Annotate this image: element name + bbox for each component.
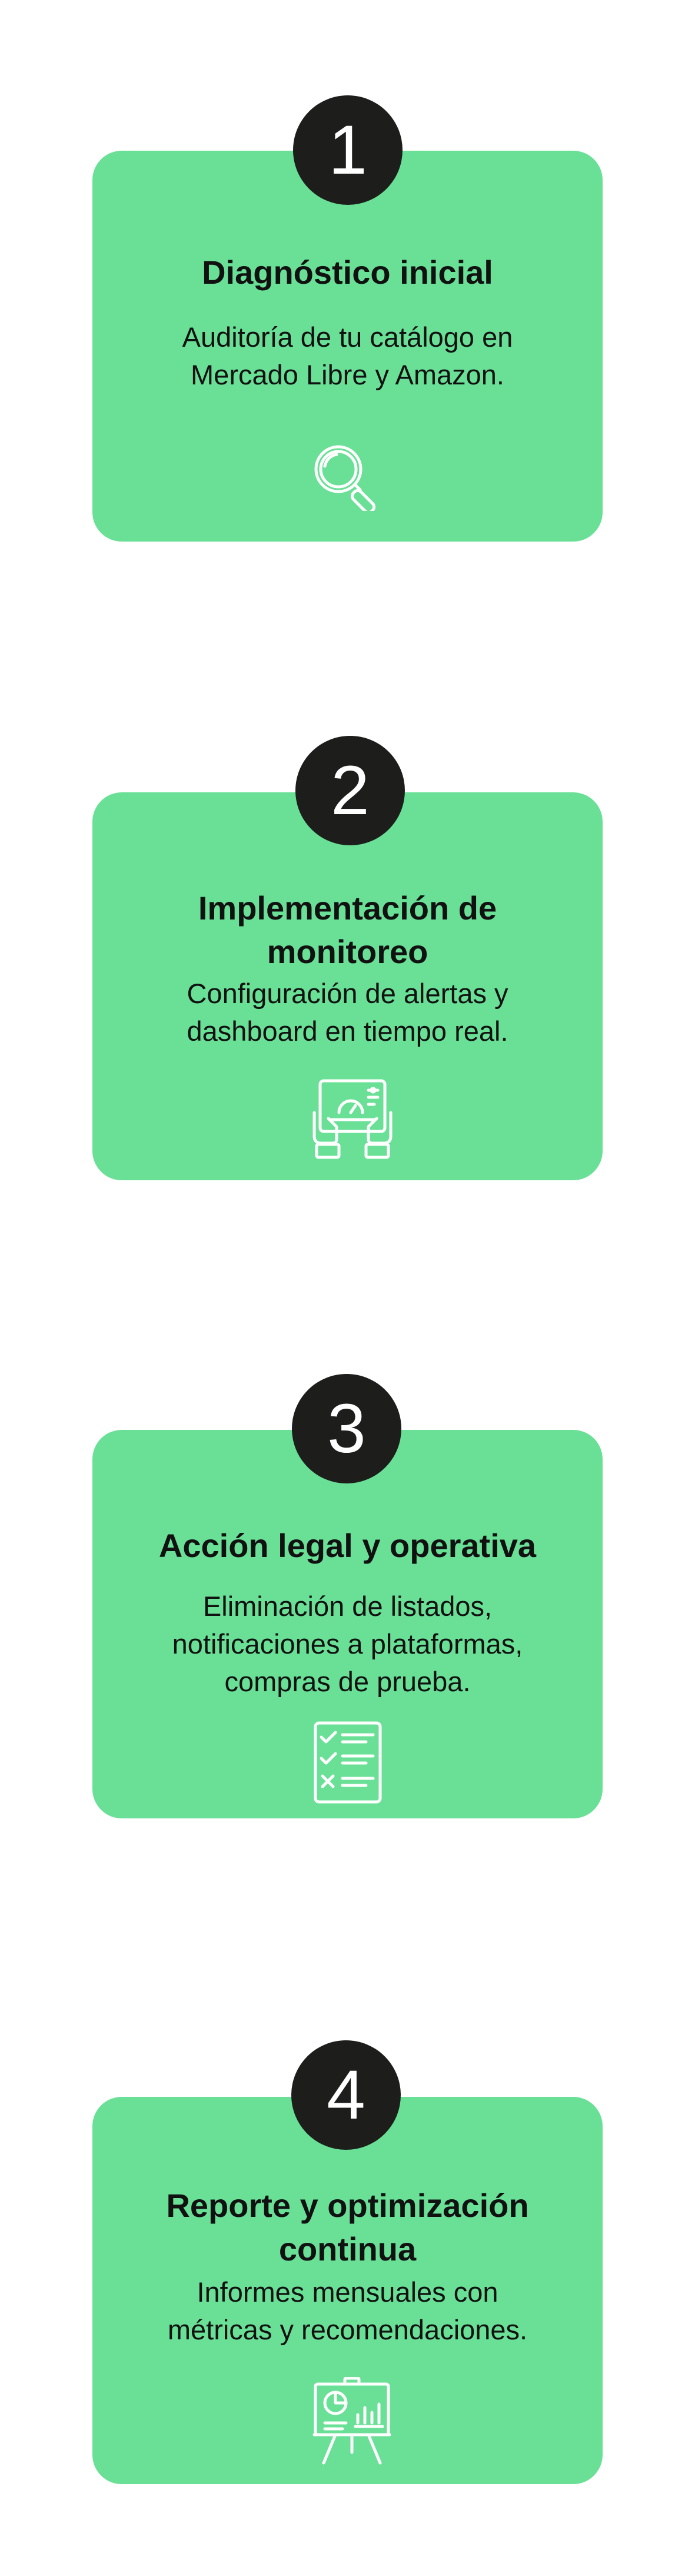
step-description: Configuración de alertas y dashboard en …: [187, 978, 508, 1047]
step-description: Eliminación de listados, notificaciones …: [172, 1591, 523, 1697]
step-number-badge: 4: [291, 2040, 401, 2150]
checklist-icon: [314, 1721, 382, 1804]
step-description: Auditoría de tu catálogo en Mercado Libr…: [182, 321, 513, 390]
step-title: Acción legal y operativa: [158, 1527, 537, 1564]
magnifying-glass-icon: [314, 445, 376, 511]
step-card: Reporte y optimización continua Informes…: [92, 2097, 603, 2484]
step-card: Diagnóstico inicial Auditoría de tu catá…: [92, 151, 603, 542]
presentation-board-icon: [312, 2377, 391, 2465]
step-3: Acción legal y operativa Eliminación de …: [0, 1366, 695, 1848]
step-number-badge: 2: [295, 736, 405, 845]
step-card: Acción legal y operativa Eliminación de …: [92, 1430, 603, 1818]
step-title: Reporte y optimización continua: [166, 2187, 529, 2268]
step-number-badge: 1: [293, 95, 403, 205]
step-number-badge: 3: [292, 1374, 401, 1483]
step-1: Diagnóstico inicial Auditoría de tu catá…: [0, 0, 695, 553]
step-description: Informes mensuales con métricas y recome…: [167, 2276, 528, 2345]
step-title: Implementación de monitoreo: [198, 889, 497, 970]
tablet-dashboard-icon: [312, 1079, 393, 1159]
step-2: Implementación de monitoreo Configuració…: [0, 730, 695, 1213]
step-card: Implementación de monitoreo Configuració…: [92, 792, 603, 1180]
step-title: Diagnóstico inicial: [202, 254, 493, 291]
step-4: Reporte y optimización continua Informes…: [0, 2019, 695, 2561]
